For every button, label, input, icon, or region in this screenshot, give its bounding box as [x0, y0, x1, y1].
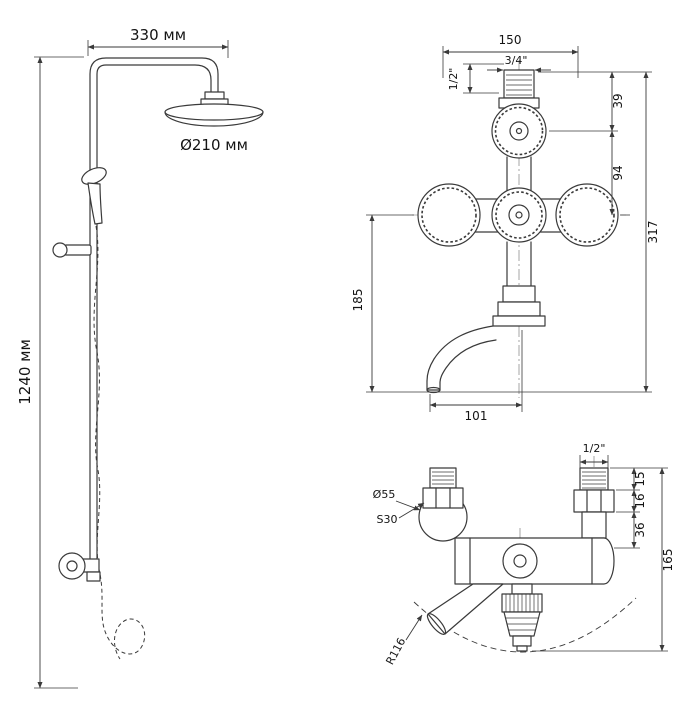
- dim-width-150: 150: [442, 33, 579, 78]
- right-union: [573, 467, 615, 539]
- tub-spout: [426, 325, 497, 394]
- dim-spout-height-185: 185: [351, 214, 414, 393]
- flange-diameter-label: Ø55: [373, 488, 396, 501]
- dim-nut-height-16: 16: [616, 489, 647, 513]
- body-offset-label: 36: [633, 522, 647, 537]
- column-height-label: 1240 мм: [16, 339, 34, 405]
- shower-head: [164, 91, 264, 127]
- arm-width-label: 330 мм: [130, 26, 186, 44]
- center-knob: [491, 187, 547, 243]
- hand-shower: [81, 167, 107, 225]
- dim-total-depth-165: 165: [532, 467, 675, 652]
- label-nut-size: S30: [377, 502, 425, 526]
- label-flange-diameter: Ø55: [373, 488, 421, 511]
- spout-reach-label: 101: [465, 409, 488, 423]
- mixer-front-drawing: 150 3/4" 1/2" 39 94: [351, 33, 660, 423]
- swivel-radius-label: R116: [383, 636, 408, 667]
- shower-column-drawing: 330 мм 1240 мм Ø210 мм: [16, 26, 264, 689]
- diverter-knob: [491, 103, 547, 159]
- top-thread-port: [498, 69, 540, 109]
- nut-height-label: 16: [633, 493, 647, 508]
- dim-top-thread: 3/4": [487, 54, 551, 73]
- knob-spacing-label: 94: [611, 165, 625, 180]
- slider-bracket: [52, 242, 92, 258]
- dim-knob-offset-39: 39: [538, 71, 652, 132]
- width-150-label: 150: [499, 33, 522, 47]
- spout-height-label: 185: [351, 289, 365, 312]
- top-thread-label: 3/4": [505, 54, 528, 67]
- riser-pipe: [89, 57, 219, 573]
- dim-body-offset-36: 36: [614, 511, 647, 549]
- wall-bracket: [58, 552, 101, 582]
- dim-total-height-317: 317: [366, 71, 660, 393]
- total-height-label: 317: [646, 221, 660, 244]
- dim-spout-reach-101: 101: [429, 330, 523, 423]
- mixer-lower-body: [492, 241, 546, 327]
- knob-offset-label: 39: [611, 93, 625, 108]
- right-handle: [555, 183, 619, 247]
- side-thread-label: 1/2": [583, 442, 606, 455]
- dim-thread-length-15: 15: [610, 467, 668, 491]
- left-union: [418, 467, 468, 542]
- swivel-arc: [413, 597, 637, 653]
- dim-side-thread: 1/2": [579, 442, 609, 472]
- side-spout: [426, 583, 504, 635]
- side-thread-front-label: 1/2": [447, 68, 460, 91]
- dim-arm-width: 330 мм: [87, 26, 229, 58]
- dim-knob-spacing-94: 94: [609, 130, 630, 216]
- shower-outlet: [501, 583, 543, 652]
- dim-side-thread-front: 1/2": [447, 63, 504, 94]
- label-swivel-radius: R116: [383, 614, 423, 667]
- left-handle: [417, 183, 481, 247]
- side-body: [454, 537, 615, 585]
- thread-length-label: 15: [633, 471, 647, 486]
- head-diameter-label: Ø210 мм: [180, 136, 248, 154]
- shower-hose: [93, 225, 146, 660]
- dim-column-height: 1240 мм: [16, 56, 84, 689]
- mixer-side-drawing: 1/2" 15 16 36 165 Ø55: [373, 442, 675, 667]
- nut-size-label: S30: [377, 513, 398, 526]
- total-depth-label: 165: [661, 549, 675, 572]
